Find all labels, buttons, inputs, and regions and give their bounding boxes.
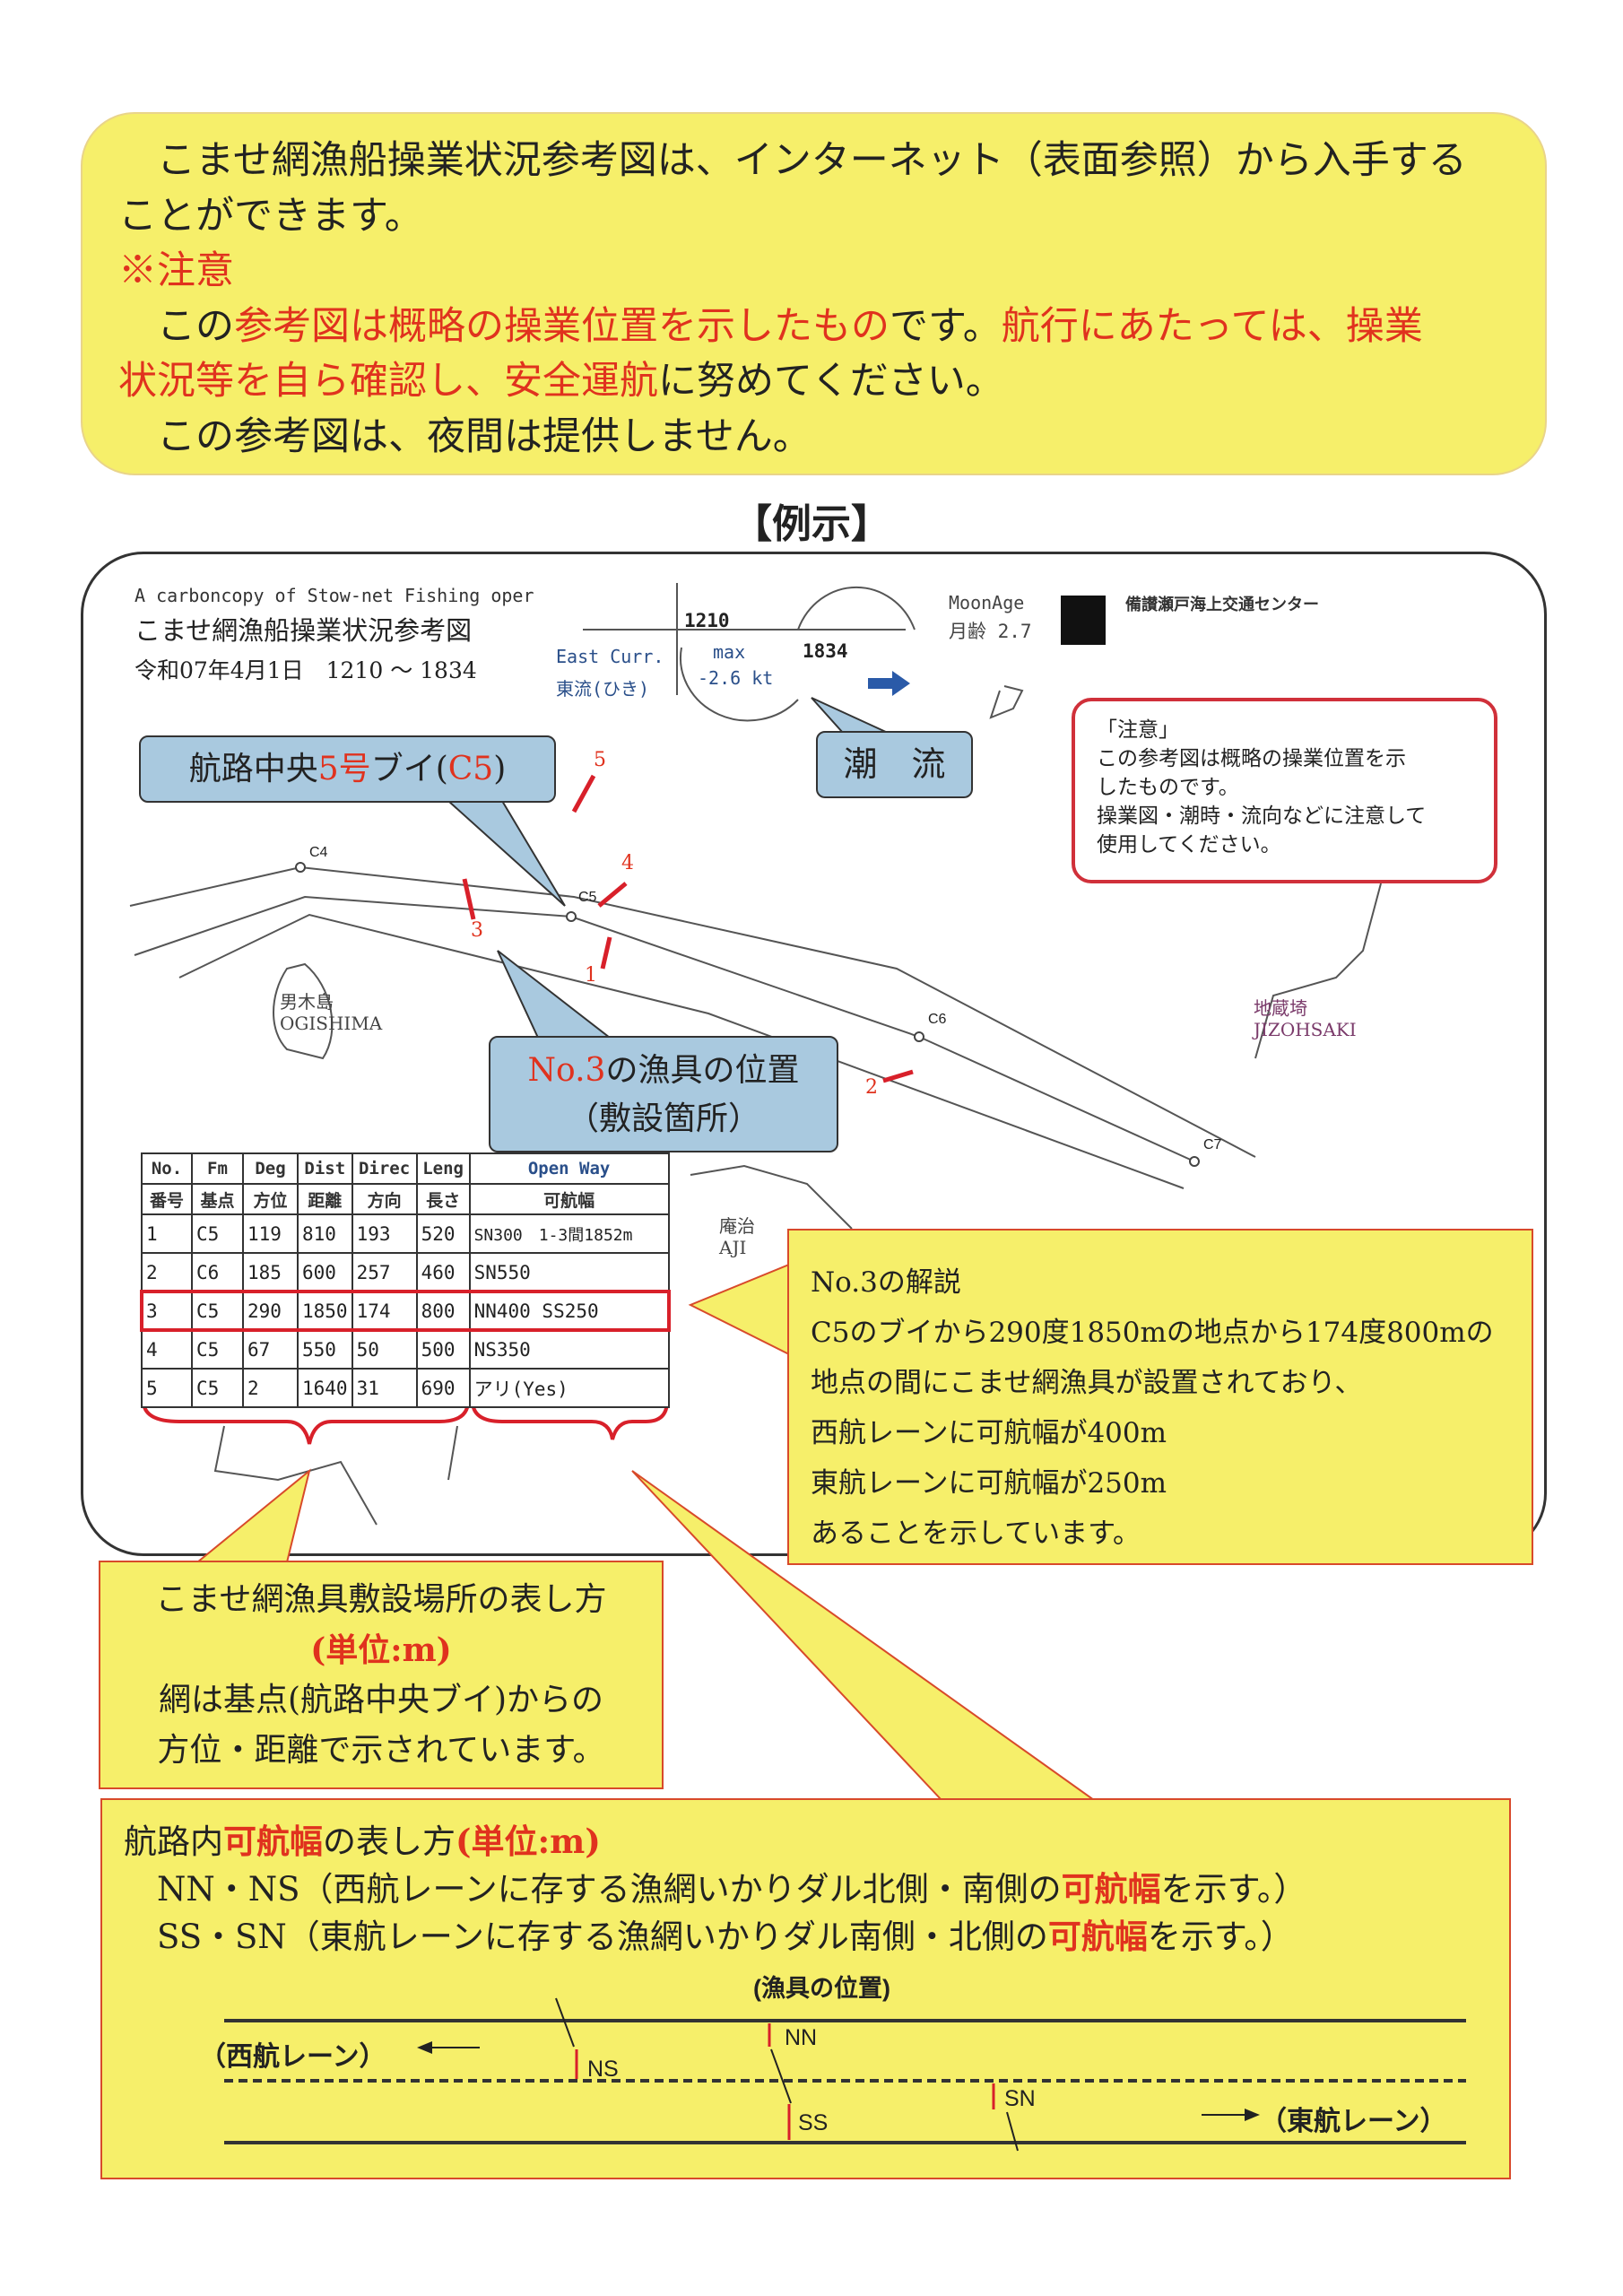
gear-mark-1 [600,936,612,970]
callout-c5-buoy: 航路中央5号ブイ(C5) [139,735,556,803]
placement-notation-box: こませ網漁具敷設場所の表し方(単位:m)網は基点(航路中央ブイ)からの方位・距離… [99,1561,664,1789]
callout-tide: 潮 流 [816,731,973,798]
intro-notice-box: こませ網漁船操業状況参考図は、インターネット（表面参照）から入手する ことができ… [81,112,1547,475]
night-note: この参考図は、夜間は提供しません。 [118,413,812,459]
gear-number: 2 [865,1076,878,1099]
table-header-jp: 番号基点方位距離方向長さ可航幅 [141,1183,670,1215]
gear-mark-2 [882,1069,914,1083]
current-jp: 東流(ひき) [556,678,650,700]
caution-text: 状況等を自ら確認し、安全運航 [118,359,658,404]
buoy-label: C7 [1203,1137,1222,1152]
current-start: 1210 [684,610,730,631]
intro-line: こませ網漁船操業状況参考図は、インターネット（表面参照）から入手する [118,138,1467,183]
coast-line [447,1425,458,1481]
moon-icon [1061,596,1106,645]
sn-label: SN [1004,2086,1036,2111]
net-line [555,1997,575,2048]
east-arrow-head [1245,2109,1260,2121]
coast-line [1254,883,1382,1059]
coast-line [213,1425,378,1526]
brace-left [142,1400,470,1445]
current-curve [680,586,916,722]
caution-heading: ※注意 [118,248,234,293]
current-max-label: max [713,641,746,663]
brace-right [471,1400,669,1440]
buoy-c5 [566,911,577,922]
coast-line [690,1164,853,1230]
gear-number: 4 [621,852,634,874]
ss-label: SS [798,2110,829,2135]
current-max-value: -2.6 kt [698,667,774,689]
current-arrow-head [892,671,910,696]
navigable-width-box: 航路内可航幅の表し方(単位:m) NN・NS（西航レーンに存する漁網いかりダル北… [100,1798,1511,2179]
coast-line [989,685,1024,719]
text: この [118,303,234,349]
buoy-c6 [914,1031,924,1042]
text: です。 [890,303,1002,349]
caution-text: 航行にあたっては、操業 [1001,303,1423,349]
current-en: East Curr. [556,646,664,667]
caution-box: 「注意」この参考図は概略の操業位置を示したものです。操業図・潮時・流向などに注意… [1072,698,1497,883]
gear-number: 3 [471,919,483,942]
gear-number: 1 [585,964,597,987]
map-en-title: A carboncopy of Stow-net Fishing oper [135,585,534,606]
moon-age-en: MoonAge [949,592,1025,613]
west-lane-label: （西航レーン） [199,2042,386,2072]
gear-mark-4 [597,882,628,908]
callout-no3: No.3の漁具の位置（敷設箇所） [489,1036,838,1152]
current-end: 1834 [803,640,848,662]
buoy-label: C5 [578,890,597,905]
net-line [1006,2111,1019,2152]
map-jp-title: こませ網漁船操業状況参考図 [135,615,473,646]
net-line [770,2048,792,2104]
coast-line [273,962,334,1060]
east-lane-label: （東航レーン） [1260,2107,1447,2136]
gear-mark-3 [462,878,476,920]
gear-mark-5 [571,774,596,813]
caution-text: 参考図は概略の操業位置を示したもの [234,303,890,349]
gear-position-label: (漁具の位置) [753,1975,890,2002]
ns-label: NS [587,2057,619,2082]
text: に努めてください。 [658,359,1004,404]
example-title: 【例示】 [733,501,890,547]
buoy-label: C6 [928,1012,947,1027]
nn-label: NN [785,2025,818,2050]
buoy-label: C4 [309,845,328,860]
moon-age-jp: 月齢 2.7 [949,621,1032,642]
west-arrow-head [417,2041,432,2054]
channel-line [129,865,1256,1158]
buoy-c7 [1189,1156,1200,1167]
intro-line: ことができます。 [118,193,423,239]
map-date: 令和07年4月1日 1210 ～ 1834 [135,657,477,683]
gear-number: 5 [594,749,606,771]
traffic-center-name: 備讃瀬戸海上交通センター [1125,596,1319,614]
buoy-c4 [295,862,306,873]
